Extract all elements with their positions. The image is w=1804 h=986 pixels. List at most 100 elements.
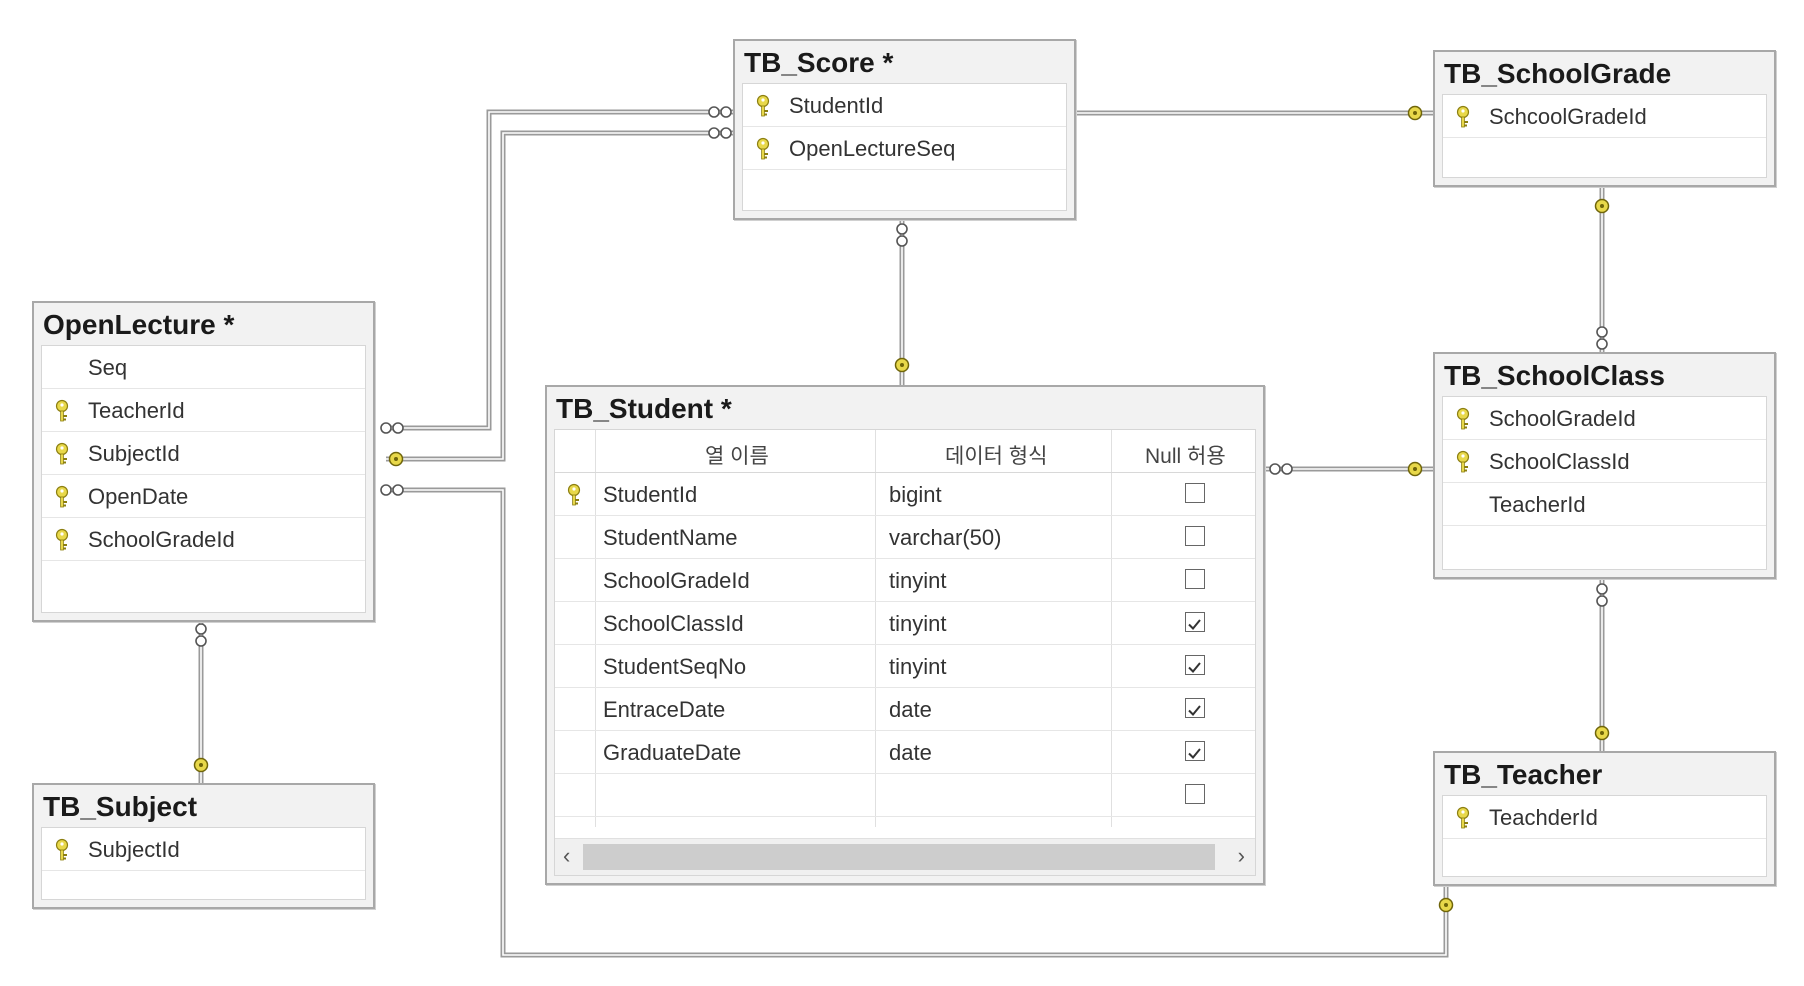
allow-null-checkbox[interactable] xyxy=(1185,655,1205,675)
key-end-dot xyxy=(1413,467,1417,471)
many-end-icon xyxy=(720,127,732,139)
primary-key-icon xyxy=(753,137,775,161)
column-list: SchoolGradeId SchoolClassId TeacherId xyxy=(1442,396,1767,570)
column-data-type[interactable]: varchar(50) xyxy=(889,525,1002,550)
column-row[interactable]: SubjectId xyxy=(42,828,365,871)
primary-key-icon xyxy=(52,442,74,466)
column-data-type[interactable]: bigint xyxy=(889,482,942,507)
column-data-type[interactable]: tinyint xyxy=(889,654,947,679)
column-row[interactable]: SchoolClassId tinyint xyxy=(555,602,1255,645)
column-data-type[interactable]: tinyint xyxy=(889,611,947,636)
table-tb-teacher[interactable]: TB_Teacher TeachderId xyxy=(1433,751,1776,886)
many-end-icon xyxy=(708,106,720,118)
allow-null-checkbox[interactable] xyxy=(1185,569,1205,589)
column-name[interactable]: EntraceDate xyxy=(603,697,726,722)
allow-null-checkbox[interactable] xyxy=(1185,698,1205,718)
rel-openlecture-score[interactable] xyxy=(386,109,733,431)
column-row[interactable]: SchoolClassId xyxy=(1443,440,1766,483)
column-row[interactable]: StudentId bigint xyxy=(555,473,1255,516)
table-title: TB_Teacher xyxy=(1444,759,1603,790)
table-tb-subject[interactable]: TB_Subject SubjectId xyxy=(32,783,375,909)
scroll-right-icon[interactable]: › xyxy=(1237,843,1245,868)
column-name: SchcoolGradeId xyxy=(1489,104,1647,129)
column-row[interactable]: SchcoolGradeId xyxy=(1443,95,1766,138)
many-end-icon xyxy=(195,623,207,635)
column-name[interactable]: SchoolGradeId xyxy=(603,568,750,593)
table-tb-schoolclass[interactable]: TB_SchoolClass SchoolGradeId SchoolClass… xyxy=(1433,352,1776,579)
table-tb-schoolgrade[interactable]: TB_SchoolGrade SchcoolGradeId xyxy=(1433,50,1776,187)
column-name[interactable]: SchoolClassId xyxy=(603,611,744,636)
column-name[interactable]: StudentName xyxy=(603,525,738,550)
column-name: SchoolClassId xyxy=(1489,449,1630,474)
scroll-left-icon[interactable]: ‹ xyxy=(563,843,571,868)
primary-key-icon xyxy=(1453,105,1475,129)
allow-null-checkbox[interactable] xyxy=(1185,784,1205,804)
column-row[interactable] xyxy=(555,774,1255,817)
column-row[interactable]: SchoolGradeId xyxy=(1443,397,1766,440)
column-row[interactable]: SchoolGradeId tinyint xyxy=(555,559,1255,602)
table-tb-student[interactable]: TB_Student * 열 이름 데이터 형식 Null 허용 Student… xyxy=(545,385,1265,885)
many-end-icon xyxy=(380,422,392,434)
key-end-icon xyxy=(1594,198,1610,214)
column-row[interactable]: StudentSeqNo tinyint xyxy=(555,645,1255,688)
header-allow-null[interactable]: Null 허용 xyxy=(1145,445,1226,468)
column-name: Seq xyxy=(88,355,128,380)
column-row[interactable]: StudentId xyxy=(743,84,1066,127)
table-title: TB_SchoolGrade xyxy=(1444,58,1672,89)
column-row[interactable]: TeachderId xyxy=(1443,796,1766,839)
key-end-icon xyxy=(894,357,910,373)
column-row[interactable]: StudentName varchar(50) xyxy=(555,516,1255,559)
key-end-dot xyxy=(394,457,398,461)
column-name[interactable]: StudentSeqNo xyxy=(603,654,747,679)
column-name: SubjectId xyxy=(88,441,180,466)
many-end-icon xyxy=(380,484,392,496)
scroll-thumb[interactable] xyxy=(583,844,1215,870)
primary-key-icon xyxy=(52,838,74,862)
column-name[interactable]: GraduateDate xyxy=(603,740,742,765)
table-openlecture[interactable]: OpenLecture * Seq TeacherId SubjectId Op… xyxy=(32,301,375,622)
column-row[interactable]: GraduateDate date xyxy=(555,731,1255,774)
key-end-dot xyxy=(1444,903,1448,907)
column-name: OpenLectureSeq xyxy=(789,136,956,161)
column-list: TeachderId xyxy=(1442,795,1767,877)
table-title: TB_Subject xyxy=(43,791,198,822)
column-row[interactable]: SubjectId xyxy=(42,432,365,475)
column-name[interactable]: StudentId xyxy=(603,482,698,507)
table-title: TB_Student * xyxy=(556,393,732,424)
many-end-icon xyxy=(1596,595,1608,607)
allow-null-checkbox[interactable] xyxy=(1185,483,1205,503)
column-row[interactable]: TeacherId xyxy=(42,389,365,432)
many-end-icon xyxy=(896,223,908,235)
grid-divider xyxy=(1111,430,1112,827)
column-data-type[interactable]: tinyint xyxy=(889,568,947,593)
allow-null-checkbox[interactable] xyxy=(1185,741,1205,761)
column-data-type[interactable]: date xyxy=(889,697,932,722)
column-name: OpenDate xyxy=(88,484,189,509)
column-data-type[interactable]: date xyxy=(889,740,932,765)
allow-null-checkbox[interactable] xyxy=(1185,612,1205,632)
table-tb-score[interactable]: TB_Score * StudentId OpenLectureSeq xyxy=(733,39,1076,220)
header-data-type[interactable]: 데이터 형식 xyxy=(945,445,1048,468)
primary-key-icon xyxy=(1453,450,1475,474)
column-name: SubjectId xyxy=(88,837,180,862)
column-row[interactable]: EntraceDate date xyxy=(555,688,1255,731)
column-row[interactable]: SchoolGradeId xyxy=(42,518,365,561)
column-row[interactable]: OpenDate xyxy=(42,475,365,518)
key-end-dot xyxy=(1600,204,1604,208)
column-row[interactable]: OpenLectureSeq xyxy=(743,127,1066,170)
column-list: SubjectId xyxy=(41,827,366,900)
horizontal-scrollbar[interactable]: ‹ › xyxy=(555,838,1255,875)
column-row[interactable]: TeacherId xyxy=(1443,483,1766,526)
key-end-dot xyxy=(1413,111,1417,115)
table-title: OpenLecture * xyxy=(43,309,235,340)
primary-key-icon xyxy=(1453,806,1475,830)
column-name: TeacherId xyxy=(1489,492,1586,517)
column-row[interactable]: Seq xyxy=(42,346,365,389)
key-end-dot xyxy=(199,763,203,767)
many-end-icon xyxy=(392,484,404,496)
header-column-name[interactable]: 열 이름 xyxy=(705,445,769,468)
allow-null-checkbox[interactable] xyxy=(1185,526,1205,546)
key-end-dot xyxy=(1600,731,1604,735)
primary-key-icon xyxy=(52,485,74,509)
